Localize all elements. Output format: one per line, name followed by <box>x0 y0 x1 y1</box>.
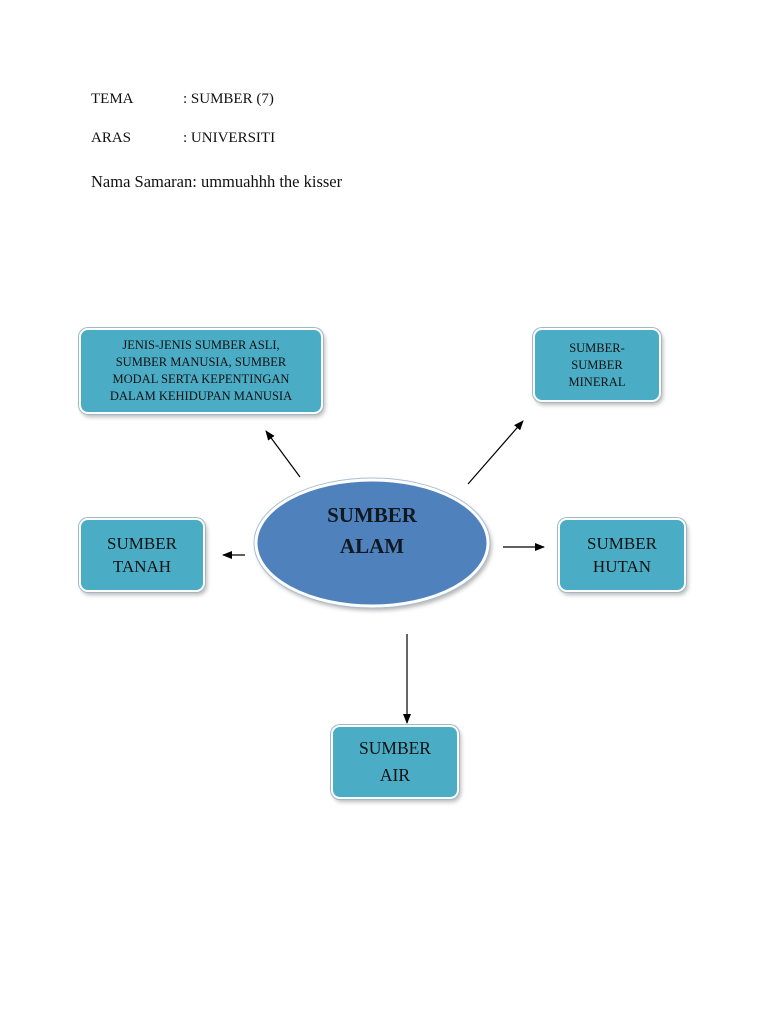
node-label-line: MODAL SERTA KEPENTINGAN <box>112 372 290 386</box>
aras-value: : UNIVERSITI <box>183 130 276 146</box>
node-label-line: MINERAL <box>568 374 626 389</box>
node-jenis-sumber: JENIS-JENIS SUMBER ASLI, SUMBER MANUSIA,… <box>79 328 323 414</box>
tema-label: TEMA <box>91 91 134 107</box>
node-label-line: JENIS-JENIS SUMBER ASLI, <box>122 338 280 352</box>
node-label-line: SUMBER <box>359 738 431 758</box>
tema-value: : SUMBER (7) <box>183 91 274 107</box>
node-label-line: DALAM KEHIDUPAN MANUSIA <box>109 389 293 403</box>
node-label-line: HUTAN <box>592 557 652 576</box>
center-label-line: ALAM <box>339 534 405 558</box>
tema-line: TEMA : SUMBER (7) <box>91 91 274 108</box>
arrow-to-jenis <box>265 430 301 478</box>
nama-samaran: Nama Samaran: ummuahhh the kisser <box>91 172 343 191</box>
node-label-line: SUMBER <box>587 534 657 553</box>
node-label-line: SUMBER <box>107 534 177 553</box>
arrow-to-mineral <box>467 420 524 485</box>
center-label: SUMBER ALAM <box>272 500 472 562</box>
node-sumber-hutan: SUMBER HUTAN <box>558 518 686 592</box>
aras-line: ARAS : UNIVERSITI <box>91 130 275 147</box>
center-ellipse-outline <box>253 477 491 609</box>
center-label-line: SUMBER <box>327 503 417 527</box>
center-ellipse <box>254 478 490 608</box>
node-label-line: SUMBER <box>571 357 623 372</box>
node-sumber-air: SUMBER AIR <box>331 725 459 799</box>
node-label-line: SUMBER- <box>569 340 625 355</box>
node-sumber-tanah: SUMBER TANAH <box>79 518 205 592</box>
node-label-line: AIR <box>379 765 411 785</box>
node-label-line: SUMBER MANUSIA, SUMBER <box>115 355 287 369</box>
node-label-line: TANAH <box>112 557 172 576</box>
node-sumber-mineral: SUMBER- SUMBER MINERAL <box>533 328 661 402</box>
aras-label: ARAS <box>91 130 132 146</box>
